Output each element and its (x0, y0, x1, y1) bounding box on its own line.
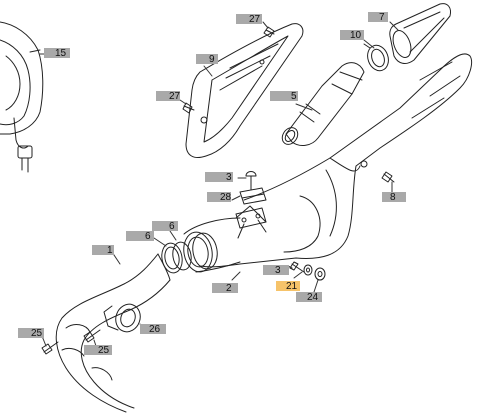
screw-27-upper (263, 26, 275, 38)
callout-tag (92, 245, 114, 255)
callout-tag (236, 14, 262, 24)
screw-27-lower (182, 102, 195, 114)
callout-label: 24 (307, 292, 319, 303)
screw-8 (360, 160, 395, 183)
callout-label: 27 (169, 91, 181, 102)
callout-label: 3 (226, 172, 232, 183)
header-pipe-part (55, 253, 171, 413)
callout-label: 26 (149, 324, 161, 335)
gasket-26 (103, 303, 141, 333)
callout-tag (212, 283, 238, 293)
end-cap-part (389, 3, 451, 64)
callout-label: 9 (209, 54, 215, 65)
bracket-clip-28 (239, 187, 267, 205)
callout-label: 6 (145, 231, 151, 242)
mounting-bracket (235, 207, 267, 239)
callout-tag (368, 12, 388, 22)
callout-label-highlighted: 21 (286, 281, 298, 292)
callout-label: 15 (55, 48, 67, 59)
callout-label: 10 (350, 30, 362, 41)
callout-tag (84, 345, 112, 355)
callout-label: 7 (379, 12, 385, 23)
callout-tag (207, 192, 231, 202)
callout-tag (263, 265, 289, 275)
bolt-3-lower (289, 261, 305, 273)
washer-24 (314, 267, 326, 281)
callout-tag (205, 172, 233, 182)
callout-tag (44, 48, 70, 58)
callout-tag (270, 91, 298, 101)
airbox-part (0, 21, 44, 173)
callout-tag (196, 54, 218, 64)
bolt-3-upper (245, 171, 257, 191)
callout-label: 1 (107, 245, 113, 256)
callout-label: 3 (275, 265, 281, 276)
bolt-25-left (41, 341, 59, 355)
callout-tag (18, 328, 44, 338)
callout-tag (340, 30, 364, 40)
callout-label: 27 (249, 14, 261, 25)
callout-tag (126, 231, 154, 241)
callout-tag (382, 192, 406, 202)
callout-label: 25 (31, 328, 43, 339)
callout-label: 2 (226, 283, 232, 294)
callout-tag-highlighted (276, 281, 300, 291)
clamp-6-left (161, 242, 183, 274)
silencer-inlet-pipe (183, 217, 241, 273)
callout-tag (296, 292, 322, 302)
washer-21 (303, 264, 313, 276)
clamp-6-right (172, 241, 192, 271)
bolt-25-right (83, 329, 101, 343)
callout-label: 5 (291, 91, 297, 102)
callout-label: 8 (390, 192, 396, 203)
clamp-ring-part (363, 43, 389, 72)
callout-label: 6 (169, 221, 175, 232)
callout-label: 28 (220, 192, 232, 203)
callout-label: 25 (98, 345, 110, 356)
callout-tag (140, 324, 166, 334)
callout-tag (152, 221, 178, 231)
connecting-tube-part (281, 62, 365, 146)
side-cover-part (185, 23, 304, 158)
callout-tag (156, 91, 180, 101)
